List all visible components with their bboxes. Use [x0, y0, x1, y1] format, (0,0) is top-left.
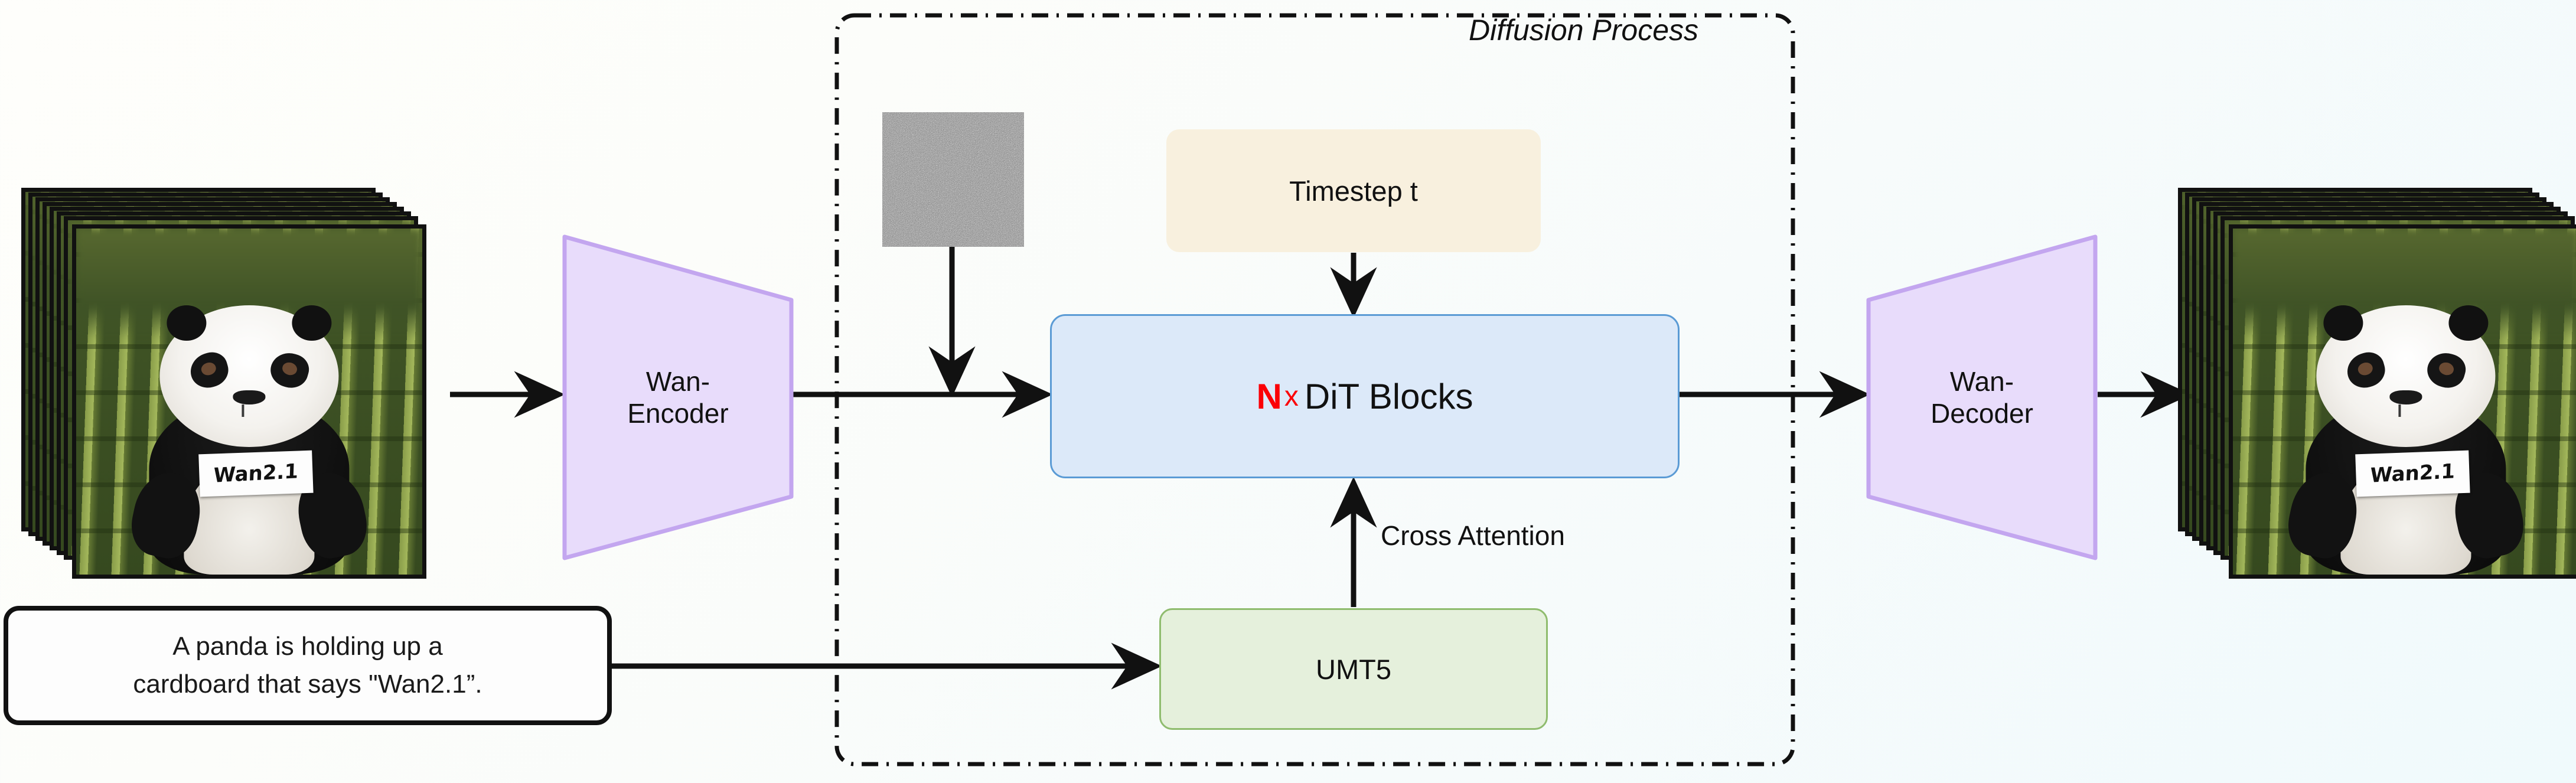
umt5-label: UMT5: [1316, 653, 1391, 685]
cardboard-text: Wan2.1: [213, 459, 299, 488]
gaussian-noise-latent: [882, 112, 1024, 247]
wan-encoder-block[interactable]: Wan- Encoder: [561, 233, 795, 562]
output-frame-front: Wan2.1: [2229, 224, 2576, 579]
diffusion-process-label: Diffusion Process: [1469, 14, 1699, 47]
cardboard-text: Wan2.1: [2369, 459, 2456, 488]
cross-attention-label: Cross Attention: [1381, 520, 1565, 551]
prompt-text-box[interactable]: A panda is holding up a cardboard that s…: [4, 606, 612, 725]
wan-decoder-block[interactable]: Wan- Decoder: [1865, 233, 2099, 562]
timestep-label: Timestep t: [1289, 175, 1418, 207]
timestep-block[interactable]: Timestep t: [1166, 129, 1541, 252]
umt5-text-encoder-block[interactable]: UMT5: [1159, 608, 1548, 730]
input-frame-stack: Wan2.1: [21, 188, 458, 587]
prompt-text: A panda is holding up a cardboard that s…: [133, 632, 482, 699]
panda-figure: Wan2.1: [2282, 291, 2530, 575]
cardboard-sign: Wan2.1: [198, 451, 314, 497]
dit-times-symbol: x: [1284, 380, 1299, 412]
dit-repeat-count: N: [1256, 376, 1282, 416]
dit-blocks-block[interactable]: N x DiT Blocks: [1050, 314, 1680, 478]
panda-figure: Wan2.1: [125, 291, 373, 575]
cardboard-sign: Wan2.1: [2355, 451, 2470, 497]
dit-blocks-label: DiT Blocks: [1304, 376, 1473, 416]
output-frame-stack: Wan2.1: [2178, 188, 2576, 587]
input-frame-front: Wan2.1: [72, 224, 426, 579]
